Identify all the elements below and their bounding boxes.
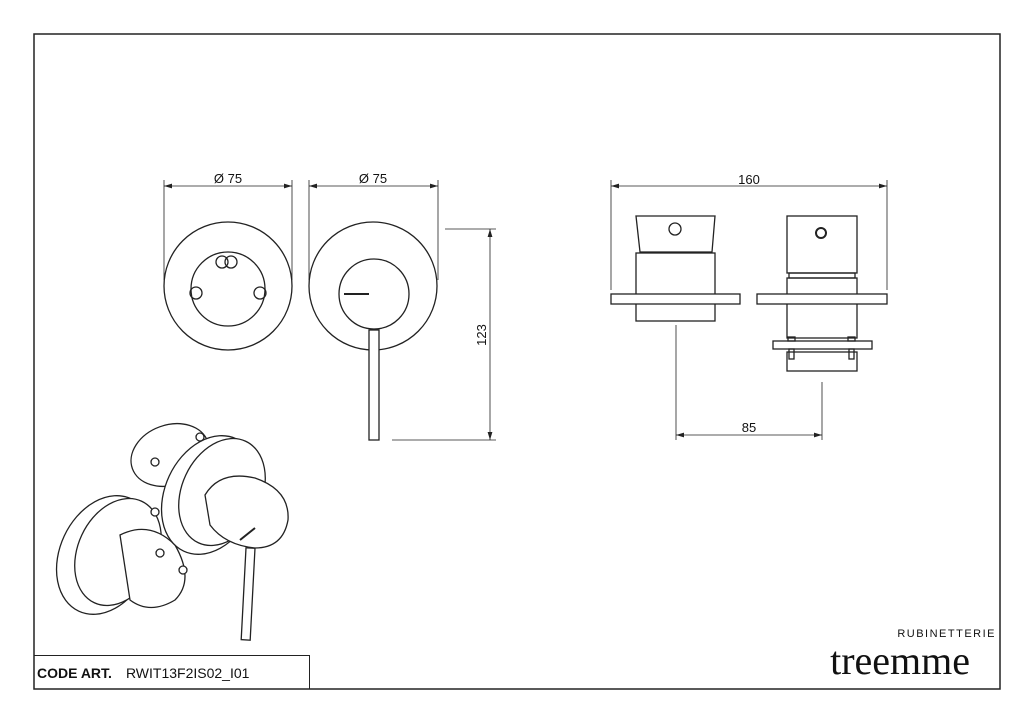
drawing-frame — [33, 33, 1001, 690]
code-art-value: RWIT13F2IS02_I01 — [125, 664, 250, 681]
dim-plate-diameter: Ø 75 — [214, 171, 242, 186]
dim-total-width: 160 — [738, 172, 760, 187]
dim-height: 123 — [474, 324, 489, 346]
brand-logo: RUBINETTERIE treemme — [830, 628, 996, 681]
front-view-plate: Ø 75 — [163, 171, 293, 351]
code-art-label: CODE ART. — [37, 664, 112, 681]
logo-name: treemme — [830, 638, 970, 683]
isometric-view — [55, 423, 289, 641]
logo-subtitle: RUBINETTERIE — [897, 628, 996, 640]
front-view-handle: Ø 75 123 — [308, 171, 496, 441]
dim-handle-diameter: Ø 75 — [359, 171, 387, 186]
side-views: 160 85 — [610, 172, 888, 440]
dim-spacing: 85 — [742, 420, 756, 435]
title-block: CODE ART. RWIT13F2IS02_I01 — [34, 655, 310, 689]
